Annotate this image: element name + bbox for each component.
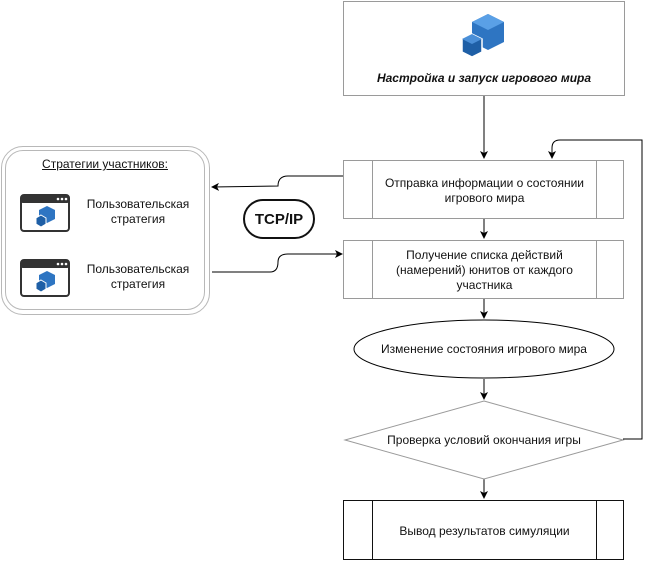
decision-diamond-shape — [343, 400, 625, 480]
app-window-icon — [20, 259, 70, 297]
receive-actions-node[interactable]: Получение списка действий (намерений) юн… — [343, 240, 624, 299]
app-window-icon — [20, 194, 70, 232]
receive-actions-label: Получение списка действий (намерений) юн… — [396, 248, 573, 292]
check-end-label[interactable]: Проверка условий окончания игры — [387, 432, 581, 447]
edge-send-to-strategies — [211, 175, 343, 191]
send-info-label: Отправка информации о состоянии игрового… — [384, 175, 585, 205]
output-label: Вывод результатов симуляции — [399, 523, 570, 538]
strategy-label: Пользовательская стратегия — [86, 262, 190, 291]
output-node[interactable]: Вывод результатов симуляции — [343, 500, 624, 560]
strategy-item[interactable]: Пользовательская стратегия — [20, 192, 200, 232]
setup-label: Настройка и запуск игрового мира — [376, 70, 592, 85]
send-info-node[interactable]: Отправка информации о состоянии игрового… — [343, 160, 624, 219]
state-ellipse-shape — [353, 319, 615, 379]
edge-loop-back — [548, 139, 643, 440]
setup-node[interactable]: Настройка и запуск игрового мира — [343, 1, 625, 96]
edge-strategies-to-receive — [212, 250, 343, 273]
cube-cluster-icon — [458, 12, 510, 58]
strategies-panel-title: Стратегии участников: — [42, 157, 168, 171]
strategies-panel-inner — [5, 150, 205, 310]
strategy-label: Пользовательская стратегия — [86, 197, 190, 226]
change-state-label[interactable]: Изменение состояния игрового мира — [381, 341, 587, 356]
strategies-panel: Стратегии участников: Пользовательская с… — [1, 146, 210, 315]
protocol-badge: TCP/IP — [243, 199, 315, 239]
strategy-item[interactable]: Пользовательская стратегия — [20, 257, 200, 297]
